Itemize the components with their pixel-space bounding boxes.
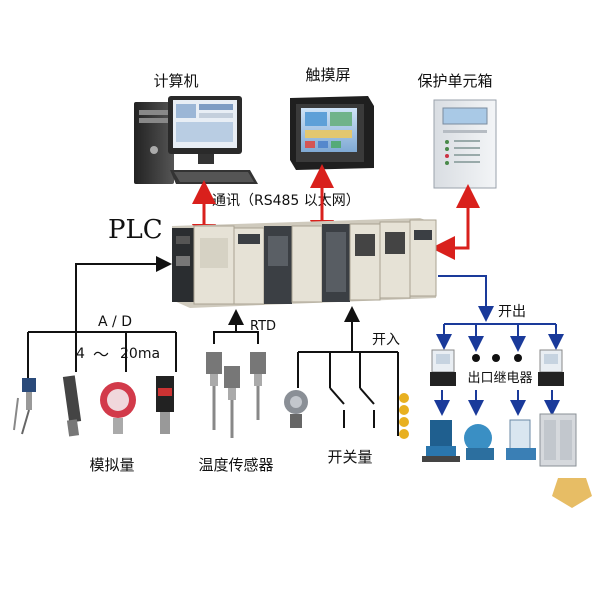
computer-label: 计算机 [153,72,198,90]
ad-label: A / D [98,314,132,330]
relay-icon [430,349,456,386]
relay-dot [514,354,522,362]
touchscreen-label: 触摸屏 [305,66,350,84]
indicator-lights-icon [397,388,409,439]
computer-icon [134,96,258,184]
protection-box-icon [433,99,497,189]
switch-title: 开关量 [327,448,372,466]
relay-dot [492,354,500,362]
range-tilde: ～ [93,345,109,364]
pump-icon [422,420,460,462]
temperature-sensor-icon [206,352,266,438]
analog-title: 模拟量 [89,456,134,474]
temperature-sensor-title: 温度传感器 [198,456,273,474]
proximity-sensor-icon [62,375,82,437]
control-cabinet-icon [539,413,577,467]
switch-out-link [438,275,494,322]
pressure-transmitter-icon [156,376,174,434]
analog-plc-link [75,256,172,332]
plc-rack [172,218,437,308]
protection-plc-link [431,184,480,260]
rtd-label: RTD [250,319,276,334]
fan-pump-icon [464,424,494,460]
range-end-label: 20ma [120,346,160,362]
pressure-gauge-icon [100,382,136,434]
valve-machine-icon [506,419,536,460]
switch-in-label: 开入 [372,332,400,348]
range-start-label: 4 [76,346,85,362]
plc-label: PLC [108,215,163,245]
switch-contact-icon [329,387,375,428]
limit-switch-icon [284,390,308,428]
protection-box-label: 保护单元箱 [417,72,492,90]
comm-label: 通讯（RS485 以太网） [212,193,360,209]
touchscreen-icon [290,96,374,170]
relay-icon-right [538,349,564,386]
watermark-seal-icon [552,478,592,508]
relay-label: 出口继电器 [467,371,532,386]
level-transmitter-icon [13,378,36,435]
relay-dot [472,354,480,362]
switch-out-label: 开出 [498,304,526,320]
